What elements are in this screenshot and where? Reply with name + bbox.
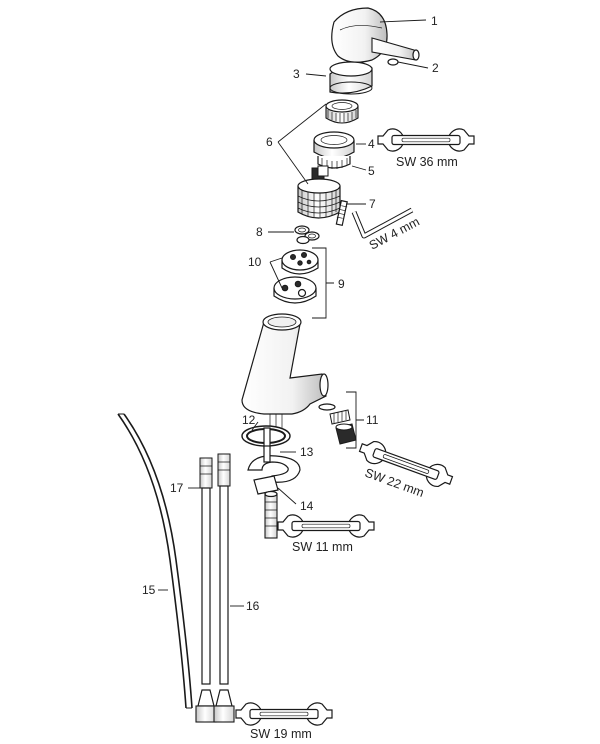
tool-label-sw36: SW 36 mm xyxy=(396,155,458,169)
part-number-8: 8 xyxy=(256,225,263,239)
part-number-5: 5 xyxy=(368,164,375,178)
part-number-17: 17 xyxy=(170,481,184,495)
nut-part xyxy=(313,131,355,159)
base-gasket-part xyxy=(241,425,291,449)
set-screw-part xyxy=(387,58,399,66)
part-number-15: 15 xyxy=(142,583,156,597)
wrench-sw19-tool xyxy=(235,702,333,726)
part-number-2: 2 xyxy=(432,61,439,75)
tool-label-sw19: SW 19 mm xyxy=(250,727,312,741)
o-rings-part xyxy=(294,225,320,245)
wrench-sw36-tool xyxy=(377,128,475,152)
upper-disc-part xyxy=(281,249,319,275)
part-number-7: 7 xyxy=(369,197,376,211)
part-number-13: 13 xyxy=(300,445,314,459)
part-number-14: 14 xyxy=(300,499,314,513)
part-number-6: 6 xyxy=(266,135,273,149)
leader-lines xyxy=(158,19,429,607)
flexible-hose-part xyxy=(117,413,193,709)
wrench-sw11-tool xyxy=(277,514,375,538)
part-number-12: 12 xyxy=(242,413,256,427)
connection-hoses-part xyxy=(195,453,235,723)
cartridge-part xyxy=(297,165,341,219)
part-number-9: 9 xyxy=(338,277,345,291)
lower-disc-part xyxy=(273,276,317,304)
part-number-16: 16 xyxy=(246,599,260,613)
cover-cap-part xyxy=(329,61,373,95)
part-number-10: 10 xyxy=(248,255,262,269)
handle-part xyxy=(331,7,420,63)
part-number-3: 3 xyxy=(293,67,300,81)
part-number-4: 4 xyxy=(368,137,375,151)
part-number-11: 11 xyxy=(366,413,379,427)
aerator-part xyxy=(318,403,357,445)
mounting-stud-part xyxy=(253,475,279,539)
tool-label-sw11: SW 11 mm xyxy=(292,540,353,554)
faucet-body-part xyxy=(241,313,329,430)
threaded-ring-part xyxy=(317,156,351,169)
part-number-1: 1 xyxy=(431,14,438,28)
screw-part xyxy=(335,199,348,227)
cartridge-ring-part xyxy=(325,99,359,124)
